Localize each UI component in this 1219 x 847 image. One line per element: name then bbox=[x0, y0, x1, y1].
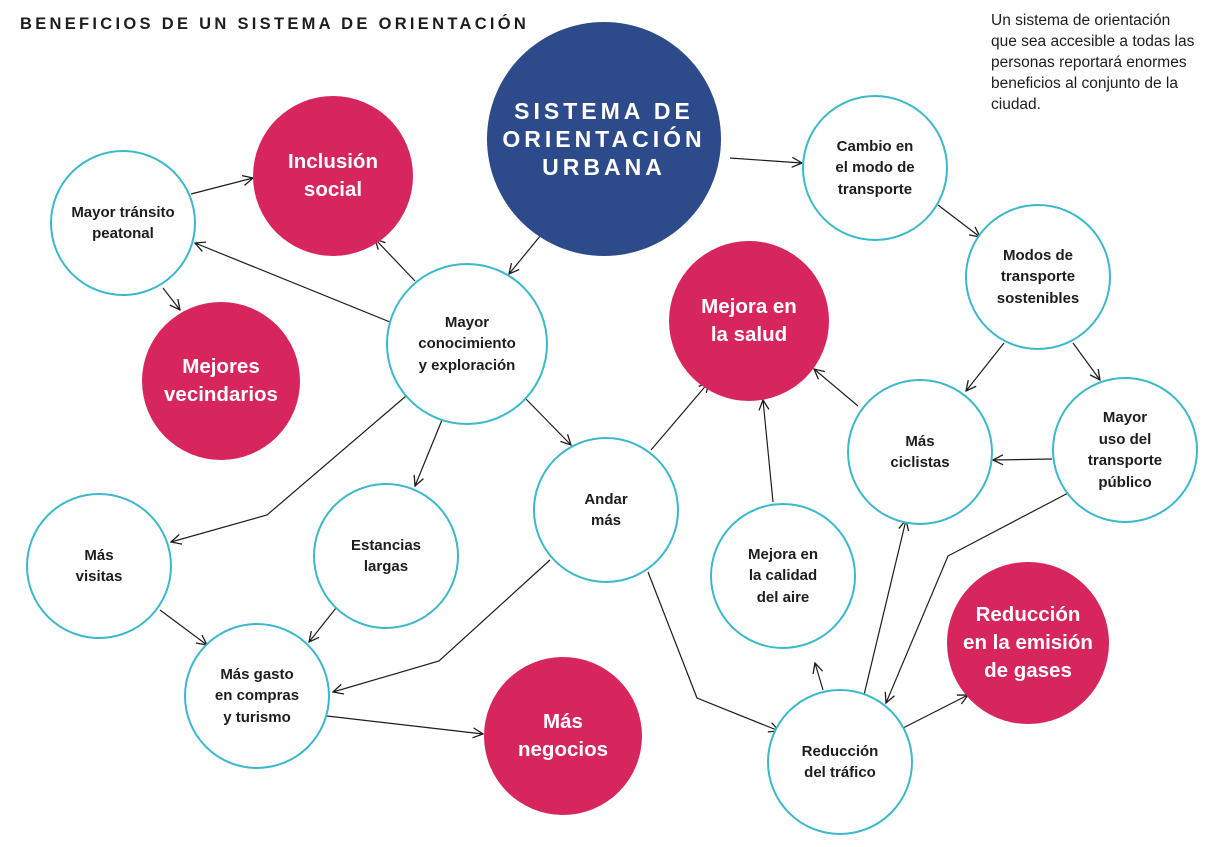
node-andar-mas: Andar más bbox=[533, 437, 679, 583]
node-mejores-vecindarios: Mejores vecindarios bbox=[142, 302, 300, 460]
arrow-sistema-to-cambio-transporte bbox=[729, 158, 802, 163]
node-mejora-calidad-aire: Mejora en la calidad del aire bbox=[710, 503, 856, 649]
arrow-calidad-aire-to-salud bbox=[763, 400, 774, 503]
arrow-sistema-to-conocimiento bbox=[509, 234, 542, 274]
arrow-transporte-publico-to-ciclistas bbox=[993, 459, 1053, 460]
arrow-transito-to-inclusion bbox=[190, 178, 253, 195]
arrow-andar-to-salud bbox=[650, 382, 709, 451]
arrow-conocimiento-to-transito bbox=[195, 243, 391, 323]
arrow-ciclistas-to-salud bbox=[814, 369, 859, 407]
node-reduccion-emision-gases: Reducción en la emisión de gases bbox=[947, 562, 1109, 724]
node-mas-gasto-compras-turismo: Más gasto en compras y turismo bbox=[184, 623, 330, 769]
arrow-trafico-to-emision bbox=[902, 695, 968, 729]
arrow-andar-to-gasto bbox=[333, 559, 551, 692]
arrow-transporte-publico-to-trafico bbox=[886, 491, 1071, 703]
diagram-title: BENEFICIOS DE UN SISTEMA DE ORIENTACIÓN bbox=[20, 15, 530, 33]
node-mayor-conocimiento-exploracion: Mayor conocimiento y exploración bbox=[386, 263, 548, 425]
intro-text: Un sistema de orientación que sea accesi… bbox=[991, 12, 1195, 113]
node-mas-visitas: Más visitas bbox=[26, 493, 172, 639]
arrow-conocimiento-to-visitas bbox=[171, 395, 407, 542]
arrow-conocimiento-to-inclusion bbox=[375, 239, 416, 282]
node-modos-transporte-sostenibles: Modos de transporte sostenibles bbox=[965, 204, 1111, 350]
node-estancias-largas: Estancias largas bbox=[313, 483, 459, 629]
arrow-estancias-to-gasto bbox=[309, 602, 341, 642]
node-mayor-uso-transporte-publico: Mayor uso del transporte público bbox=[1052, 377, 1198, 523]
arrow-conocimiento-to-estancias bbox=[415, 419, 443, 486]
arrow-cambio-to-modos-sostenibles bbox=[937, 204, 980, 237]
node-mas-negocios: Más negocios bbox=[484, 657, 642, 815]
arrow-trafico-to-ciclistas bbox=[863, 520, 906, 696]
node-sistema-orientacion-urbana: SISTEMA DE ORIENTACIÓN URBANA bbox=[487, 22, 721, 256]
arrow-andar-to-trafico bbox=[647, 571, 779, 731]
node-mejora-salud: Mejora en la salud bbox=[669, 241, 829, 401]
node-inclusion-social: Inclusión social bbox=[253, 96, 413, 256]
arrow-visitas-to-gasto bbox=[159, 609, 207, 645]
arrow-modos-to-ciclistas bbox=[966, 342, 1005, 391]
arrow-modos-to-transporte-publico bbox=[1072, 342, 1100, 380]
arrow-transito-to-mejores-vecindarios bbox=[162, 287, 180, 310]
arrow-gasto-to-negocios bbox=[326, 715, 483, 734]
node-reduccion-trafico: Reducción del tráfico bbox=[767, 689, 913, 835]
node-cambio-modo-transporte: Cambio en el modo de transporte bbox=[802, 95, 948, 241]
arrow-trafico-to-calidad-aire bbox=[815, 663, 824, 691]
node-mayor-transito-peatonal: Mayor tránsito peatonal bbox=[50, 150, 196, 296]
arrow-conocimiento-to-andar bbox=[524, 397, 571, 445]
node-mas-ciclistas: Más ciclistas bbox=[847, 379, 993, 525]
